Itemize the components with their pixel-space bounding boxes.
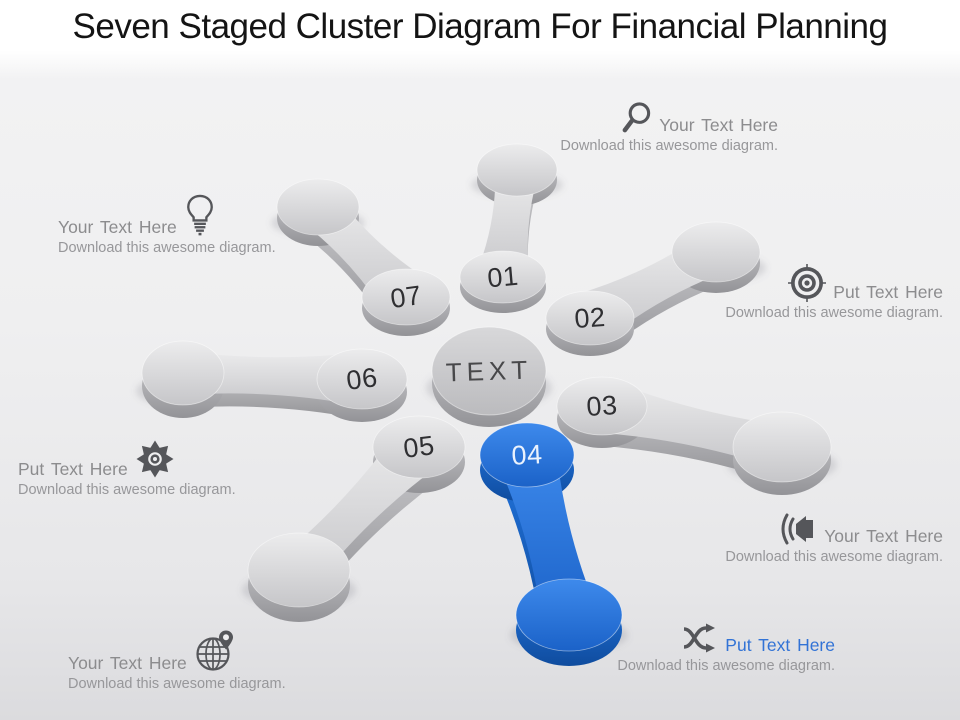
placeholder-right[interactable]: Put Text Here Download this awesome diag…	[725, 263, 943, 322]
stage-number: 06	[345, 362, 379, 396]
stage-06[interactable]: 06	[136, 340, 408, 422]
placeholder-subtitle: Download this awesome diagram.	[560, 138, 778, 154]
magnifier-icon	[620, 100, 653, 136]
placeholder-subtitle: Download this awesome diagram.	[617, 658, 835, 674]
stage-number: 05	[402, 430, 436, 464]
placeholder-top-right[interactable]: Your Text Here Download this awesome dia…	[560, 100, 778, 155]
placeholder-subtitle: Download this awesome diagram.	[68, 676, 286, 692]
center-label: TEXT	[445, 355, 532, 388]
placeholder-bottom-left[interactable]: Your Text Here Download this awesome dia…	[68, 628, 286, 693]
placeholder-bottom-center[interactable]: Put Text Here Download this awesome diag…	[617, 620, 835, 675]
placeholder-subtitle: Download this awesome diagram.	[58, 240, 276, 256]
placeholder-subtitle: Download this awesome diagram.	[18, 482, 236, 498]
shuffle-icon	[681, 620, 719, 656]
lightbulb-icon	[183, 193, 217, 238]
placeholder-title[interactable]: Put Text Here	[18, 459, 128, 480]
stage-05[interactable]: 05	[242, 415, 466, 622]
stage-03[interactable]: 03	[556, 376, 837, 495]
stage-number: 01	[486, 261, 520, 294]
speaker-icon	[778, 511, 818, 547]
globe-pin-icon	[193, 628, 237, 674]
placeholder-left-middle[interactable]: Put Text Here Download this awesome diag…	[18, 438, 236, 499]
gear-icon	[134, 438, 176, 480]
placeholder-subtitle: Download this awesome diagram.	[725, 549, 943, 565]
placeholder-title[interactable]: Your Text Here	[58, 217, 177, 238]
slide-title[interactable]: Seven Staged Cluster Diagram For Financi…	[72, 7, 888, 46]
stage-02[interactable]: 02	[545, 221, 766, 356]
placeholder-title[interactable]: Your Text Here	[824, 526, 943, 547]
stage-07[interactable]: 07	[271, 178, 451, 336]
placeholder-bottom-right[interactable]: Your Text Here Download this awesome dia…	[725, 511, 943, 566]
stage-01[interactable]: 01	[459, 143, 563, 313]
target-icon	[787, 263, 827, 303]
placeholder-title[interactable]: Your Text Here	[659, 115, 778, 136]
stage-number: 02	[573, 302, 606, 334]
stage-04[interactable]: 04	[479, 422, 628, 666]
stage-number: 04	[511, 439, 544, 471]
stage-number: 03	[585, 390, 618, 422]
placeholder-subtitle: Download this awesome diagram.	[725, 305, 943, 321]
placeholder-left-upper[interactable]: Your Text Here Download this awesome dia…	[58, 193, 276, 257]
stage-number: 07	[389, 280, 424, 314]
placeholder-title[interactable]: Your Text Here	[68, 653, 187, 674]
center-stage[interactable]: TEXT	[426, 326, 552, 427]
placeholder-title[interactable]: Put Text Here	[833, 282, 943, 303]
placeholder-title[interactable]: Put Text Here	[725, 635, 835, 656]
